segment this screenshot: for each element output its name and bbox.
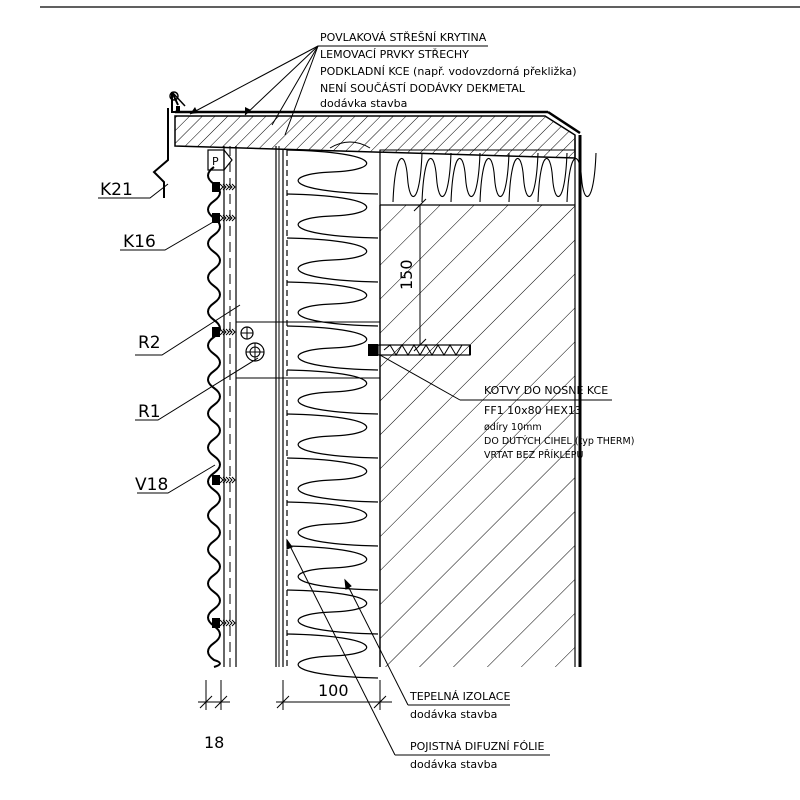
anchor-note-line4: VRTAT BEZ PŘÍKLEPU [484, 449, 583, 461]
foil-note-sub: dodávka stavba [410, 758, 497, 771]
tag-v18: V18 [135, 475, 168, 495]
p-profile-marker: P [207, 149, 233, 171]
dimension-100 [276, 680, 392, 710]
p-label: P [212, 155, 219, 168]
anchor-note-title: KOTVY DO NOSNÉ KCE [484, 384, 608, 397]
roof-note-line1: POVLAKOVÁ STŘEŠNÍ KRYTINA [320, 31, 487, 44]
tag-r1: R1 [138, 402, 161, 422]
roof-insulation-loops [392, 152, 597, 203]
foil-note-leader [286, 538, 550, 756]
anchor-note-line1: FF1 10x80 HEX13 [484, 404, 582, 417]
screw-icon [212, 327, 236, 337]
facade-insulation [282, 149, 381, 679]
dimension-18 [198, 680, 230, 710]
screw-icon [212, 182, 236, 192]
screw-icon [212, 213, 236, 223]
anchor-note-line2: ødíry 10mm [484, 422, 542, 433]
dimension-100-label: 100 [318, 681, 349, 700]
wall-plaster-edge [574, 135, 582, 667]
roof-note-line4: NENÍ SOUČÁSTÍ DODÁVKY DEKMETAL [320, 82, 526, 95]
dimension-18-label: 18 [204, 733, 224, 752]
tag-k21: K21 [100, 180, 133, 200]
screw-icon [212, 475, 236, 485]
roof-note-line2: LEMOVACÍ PRVKY STŘECHY [320, 48, 469, 61]
dimension-150-label: 150 [397, 259, 416, 290]
tag-leaders [98, 183, 259, 494]
insulation-note-sub: dodávka stavba [410, 708, 497, 721]
cladding-screws [212, 182, 236, 628]
substructure-profiles [223, 146, 381, 667]
roof-note-line5: dodávka stavba [320, 97, 407, 110]
roof-note-line3: PODKLADNÍ KCE (např. vodovzdorná překliž… [320, 65, 577, 78]
roof-notes-leader [189, 45, 488, 136]
anchor-bolt [368, 344, 471, 356]
insulation-loops [286, 149, 379, 679]
insulation-note-leader [344, 578, 510, 706]
insulation-note-title: TEPELNÁ IZOLACE [409, 690, 510, 703]
tag-k16: K16 [123, 232, 156, 252]
dimension-150 [413, 198, 427, 352]
anchor-note-line3: DO DUTÝCH CIHEL (typ THERM) [484, 435, 634, 447]
roof-slab [174, 110, 581, 159]
bracket-fixing [240, 326, 265, 362]
tag-r2: R2 [138, 333, 161, 353]
corrugated-cladding [207, 166, 221, 668]
foil-note-title: POJISTNÁ DIFUZNÍ FÓLIE [410, 740, 544, 753]
anchor-note-leader [379, 354, 612, 401]
screw-icon [212, 618, 236, 628]
